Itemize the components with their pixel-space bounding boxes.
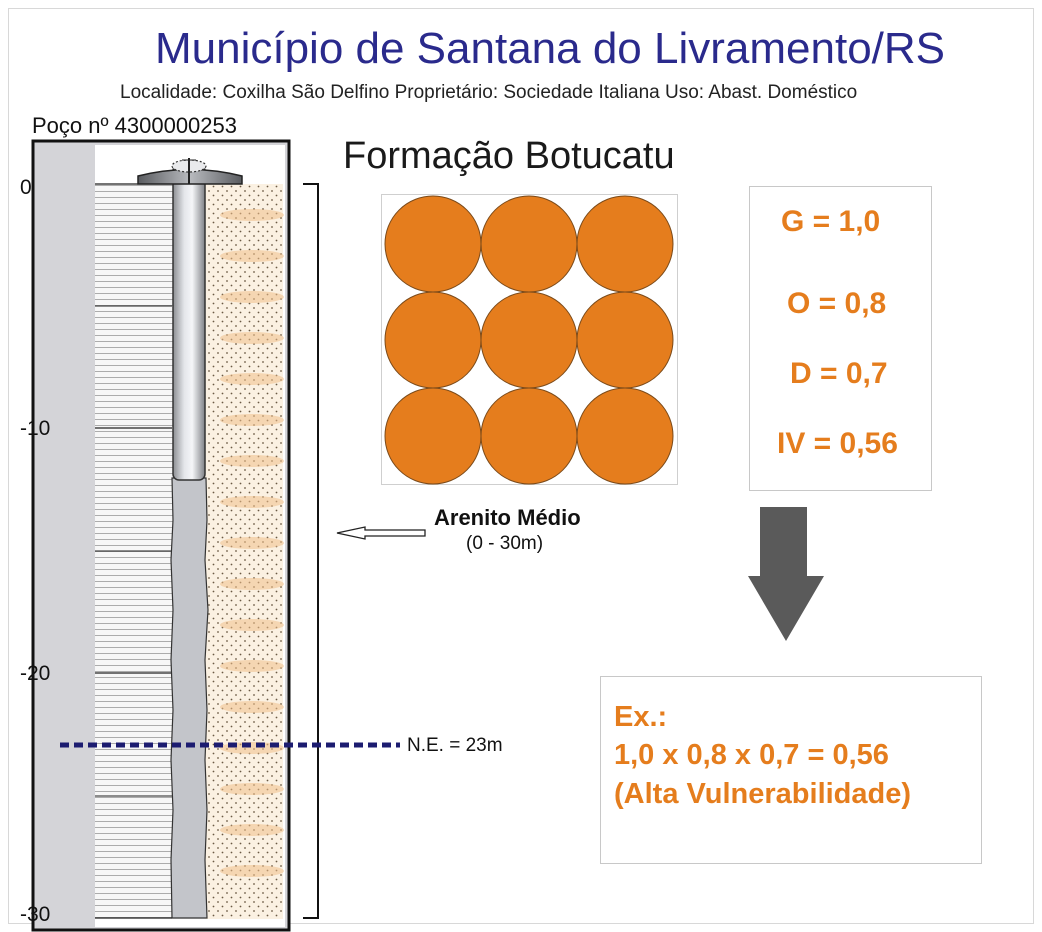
wellhead: [137, 158, 243, 185]
index-iv: IV = 0,56: [777, 427, 898, 460]
example-calc: 1,0 x 0,8 x 0,7 = 0,56: [614, 739, 889, 771]
example-heading: Ex.:: [614, 701, 668, 733]
well-label: Poço nº 4300000253: [32, 113, 237, 138]
sand-blob: [220, 496, 284, 508]
water-level-label: N.E. = 23m: [407, 735, 503, 756]
sand-blob: [220, 250, 284, 262]
sand-blob: [220, 455, 284, 467]
grain-circle: [576, 195, 674, 293]
sand-blob: [220, 660, 284, 672]
depth-label-0: 0: [20, 176, 32, 199]
sand-blob: [220, 209, 284, 221]
sand-blob: [220, 619, 284, 631]
index-box: G = 1,0 O = 0,8 D = 0,7 IV = 0,56: [749, 186, 932, 491]
example-result: (Alta Vulnerabilidade): [614, 778, 912, 810]
sand-blob: [220, 291, 284, 303]
geology-unit-range: (0 - 30m): [466, 533, 544, 554]
grain-circle: [384, 195, 482, 293]
depth-tick-lines: [95, 183, 172, 919]
geology-unit-name: Arenito Médio: [434, 505, 581, 530]
well-casing: [172, 164, 206, 481]
figure-frame: [8, 8, 1034, 924]
sand-blob: [220, 537, 284, 549]
example-box: Ex.: 1,0 x 0,8 x 0,7 = 0,56 (Alta Vulner…: [600, 676, 982, 864]
sand-blob: [220, 865, 284, 877]
grain-circle: [576, 291, 674, 389]
down-arrow: [748, 507, 824, 641]
index-o: O = 0,8: [787, 287, 887, 320]
sand-blob: [220, 701, 284, 713]
grain-grid: [384, 195, 674, 485]
depth-label-20: -20: [20, 662, 51, 685]
grain-circle: [384, 387, 482, 485]
formation-title: Formação Botucatu: [343, 135, 675, 177]
grain-circle: [480, 195, 578, 293]
index-g: G = 1,0: [781, 205, 881, 238]
depth-label-10: -10: [20, 417, 51, 440]
borehole: [170, 477, 209, 919]
grain-circle: [384, 291, 482, 389]
figure-title: Município de Santana do Livramento/RS: [154, 24, 946, 73]
depth-label-30: -30: [20, 903, 51, 926]
index-d: D = 0,7: [790, 357, 888, 390]
grain-circle: [480, 291, 578, 389]
figure-subtitle: Localidade: Coxilha São Delfino Propriet…: [120, 82, 858, 103]
unit-pointer-arrow: [336, 526, 426, 540]
lithology-column-sand: [205, 184, 283, 919]
depth-bracket: [303, 183, 319, 919]
sand-blob: [220, 824, 284, 836]
sand-blob: [220, 578, 284, 590]
grain-circle: [576, 387, 674, 485]
sand-blob: [220, 332, 284, 344]
grain-circle: [480, 387, 578, 485]
grain-packing-diagram: [381, 194, 678, 485]
sand-blob: [220, 373, 284, 385]
sand-blob: [220, 414, 284, 426]
sand-blob: [220, 783, 284, 795]
sand-texture: [220, 209, 284, 877]
